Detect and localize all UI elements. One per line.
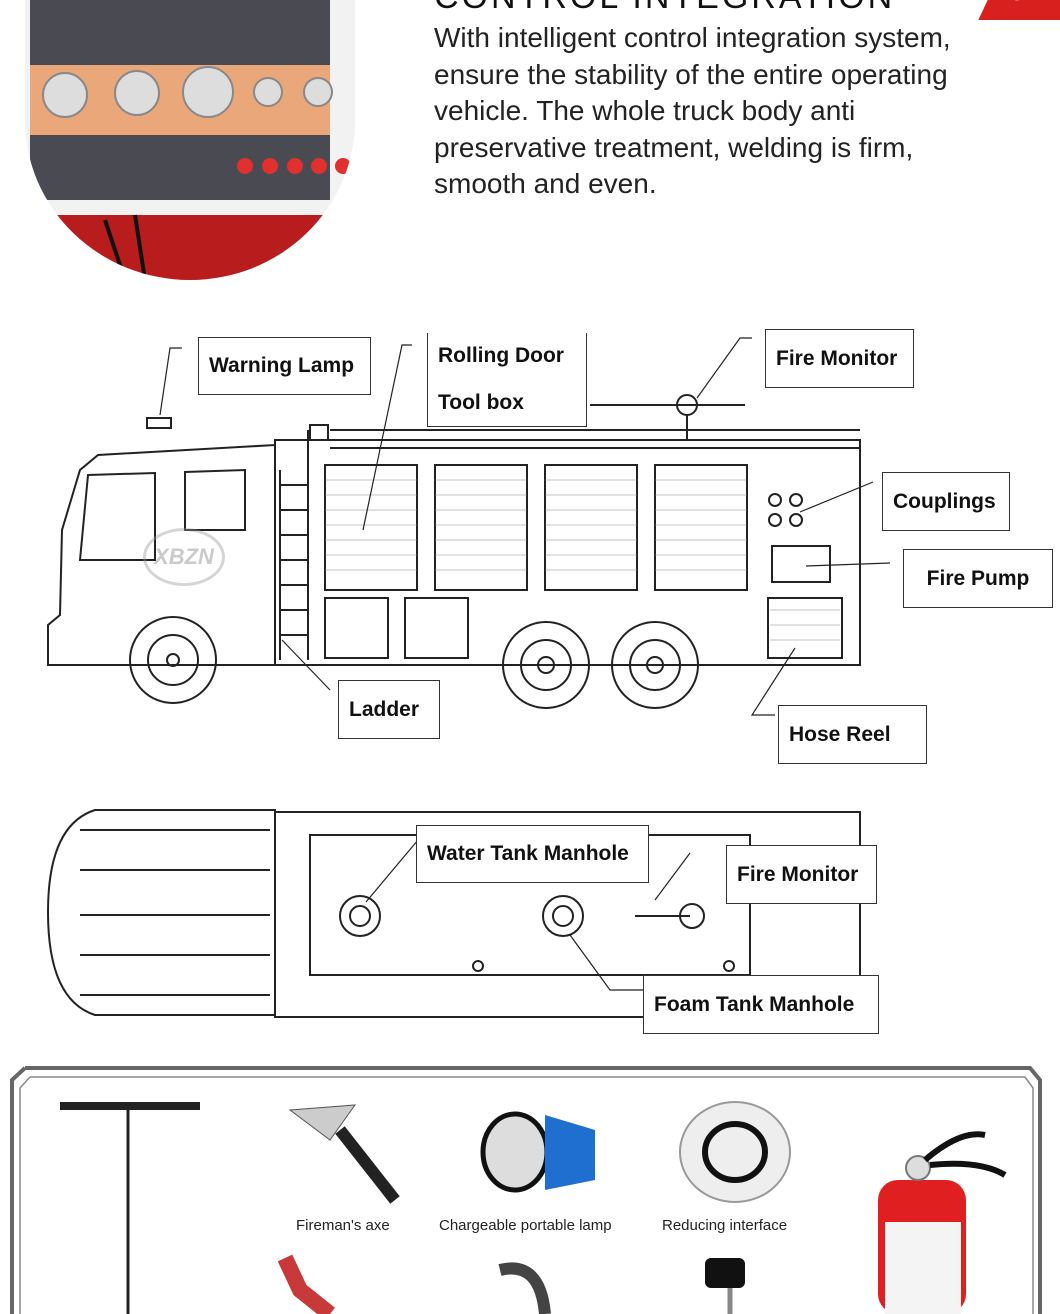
description-paragraph: With intelligent control integration sys… [434,22,951,200]
label-tool-box: Tool box [438,390,524,414]
label-couplings: Couplings [882,472,1010,531]
tool-label-fireman-axe: Fireman's axe [296,1217,390,1234]
tool-label-portable-lamp: Chargeable portable lamp [439,1217,612,1234]
watermark-logo: XBZN [143,528,225,586]
label-fire-monitor: Fire Monitor [765,329,914,388]
label-warning-lamp: Warning Lamp [198,337,371,395]
section-heading: CONTROL INTEGRATION [434,0,895,17]
label-foam-tank-manhole: Foam Tank Manhole [643,975,879,1034]
label-fire-pump: Fire Pump [903,549,1053,608]
label-ladder: Ladder [338,680,440,739]
label-rolling-door: Rolling Door [438,344,564,368]
control-panel-photo [25,0,355,280]
label-water-tank-manhole: Water Tank Manhole [416,825,649,883]
tool-label-reducing-interface: Reducing interface [662,1217,788,1234]
label-rolling-door-toolbox: Rolling Door Tool box [427,333,587,427]
label-hose-reel: Hose Reel [778,705,927,764]
label-fire-monitor-top: Fire Monitor [726,845,877,904]
